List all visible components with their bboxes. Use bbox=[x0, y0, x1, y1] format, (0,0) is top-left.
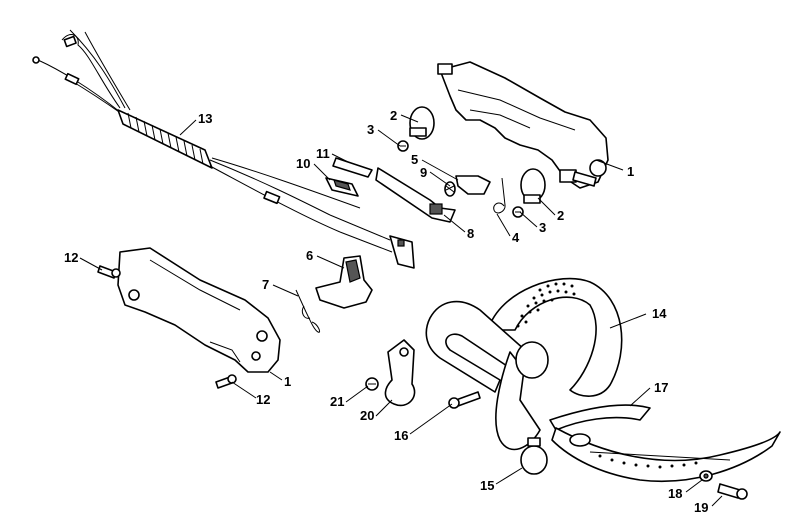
callout-1-upper: 1 bbox=[627, 164, 634, 179]
spring-part-7 bbox=[295, 289, 321, 333]
clamp-part-20 bbox=[384, 339, 416, 407]
callout-6: 6 bbox=[306, 248, 313, 263]
clamp-part-2-lower bbox=[520, 168, 546, 204]
callout-14: 14 bbox=[652, 306, 667, 321]
callout-4: 4 bbox=[512, 230, 520, 245]
screw-part-12-lower bbox=[215, 374, 237, 389]
callout-labels: 13 2 3 1 11 10 5 9 2 3 4 8 12 6 7 1 12 1… bbox=[64, 108, 708, 515]
lever-part-5 bbox=[455, 175, 491, 195]
callout-20: 20 bbox=[360, 408, 374, 423]
callout-10: 10 bbox=[296, 156, 310, 171]
callout-7: 7 bbox=[262, 277, 269, 292]
callout-17: 17 bbox=[654, 380, 668, 395]
callout-1-lower: 1 bbox=[284, 374, 291, 389]
cable-harness-part-13 bbox=[32, 29, 415, 269]
clamp-part-2-upper bbox=[409, 106, 435, 140]
callout-12-lower: 12 bbox=[256, 392, 270, 407]
lever-part-6 bbox=[315, 255, 373, 309]
callout-11: 11 bbox=[316, 146, 330, 161]
screw-part-3-upper bbox=[397, 140, 409, 152]
callout-18: 18 bbox=[668, 486, 682, 501]
screw-part-3-lower bbox=[512, 206, 524, 218]
washer-part-18 bbox=[699, 470, 713, 482]
throttle-lever-part-8 bbox=[375, 167, 456, 223]
leader-lines bbox=[79, 114, 723, 507]
spring-part-11 bbox=[332, 157, 373, 178]
callout-13: 13 bbox=[198, 111, 212, 126]
switch-part-10 bbox=[325, 177, 359, 197]
screw-part-16 bbox=[448, 391, 481, 409]
screw-part-21 bbox=[365, 377, 379, 391]
callout-5: 5 bbox=[411, 152, 418, 167]
callout-3-lower: 3 bbox=[539, 220, 546, 235]
callout-16: 16 bbox=[394, 428, 408, 443]
torsion-spring-part-9 bbox=[444, 181, 456, 197]
clamp-part-15 bbox=[520, 437, 548, 475]
barrier-bar-part-17 bbox=[549, 404, 781, 483]
callout-21: 21 bbox=[330, 394, 344, 409]
loop-handle-part-14 bbox=[425, 277, 623, 451]
handle-housing-part-1-upper bbox=[437, 61, 609, 189]
callout-8: 8 bbox=[467, 226, 474, 241]
callout-12-upper: 12 bbox=[64, 250, 78, 265]
callout-19: 19 bbox=[694, 500, 708, 515]
callout-15: 15 bbox=[480, 478, 494, 493]
spring-clip-part-4 bbox=[493, 177, 506, 214]
callout-2-upper: 2 bbox=[390, 108, 397, 123]
screw-part-12-upper bbox=[97, 265, 121, 279]
screw-part-19 bbox=[717, 483, 748, 500]
callout-9: 9 bbox=[420, 165, 427, 180]
callout-3-upper: 3 bbox=[367, 122, 374, 137]
callout-2-lower: 2 bbox=[557, 208, 564, 223]
handle-housing-part-1-lower bbox=[117, 247, 281, 373]
